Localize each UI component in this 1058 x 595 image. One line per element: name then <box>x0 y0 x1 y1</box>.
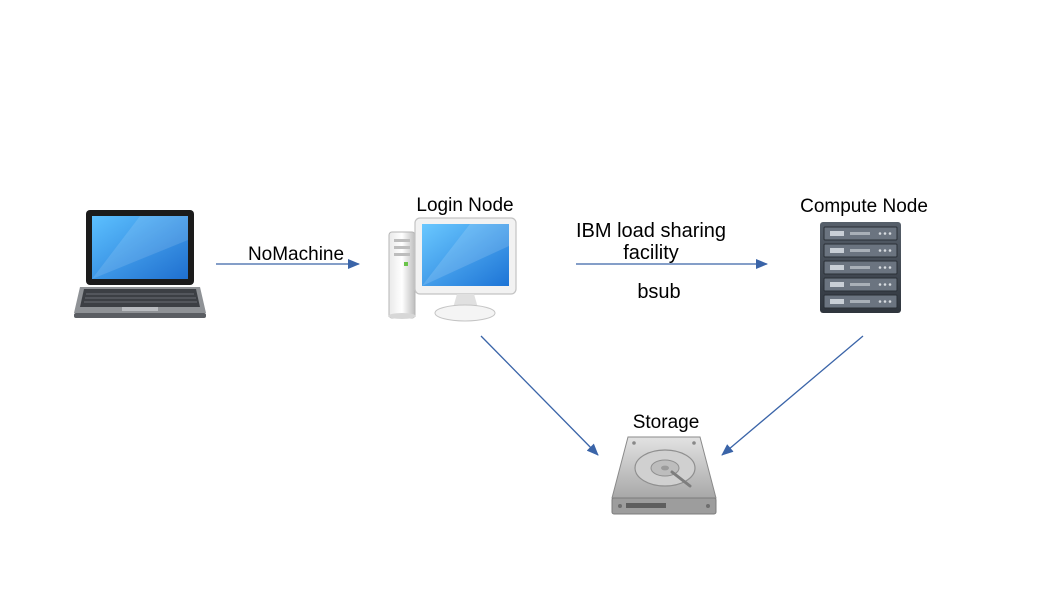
nomachine-edge-label: NoMachine <box>247 244 345 265</box>
desktop-computer-icon <box>388 217 517 322</box>
lsf-edge-label-line2: facility <box>623 242 679 264</box>
arrow-login-to-storage <box>480 335 599 456</box>
lsf-edge-label-line1: IBM load sharing <box>575 220 727 242</box>
hard-drive-icon <box>611 436 717 515</box>
login-node-label: Login Node <box>416 195 514 216</box>
arrow-compute-to-storage <box>721 335 864 456</box>
bsub-command-label: bsub <box>637 281 681 303</box>
compute-node-label: Compute Node <box>800 196 928 217</box>
storage-label: Storage <box>632 412 700 433</box>
laptop-icon <box>74 210 206 318</box>
server-rack-icon <box>820 222 901 313</box>
